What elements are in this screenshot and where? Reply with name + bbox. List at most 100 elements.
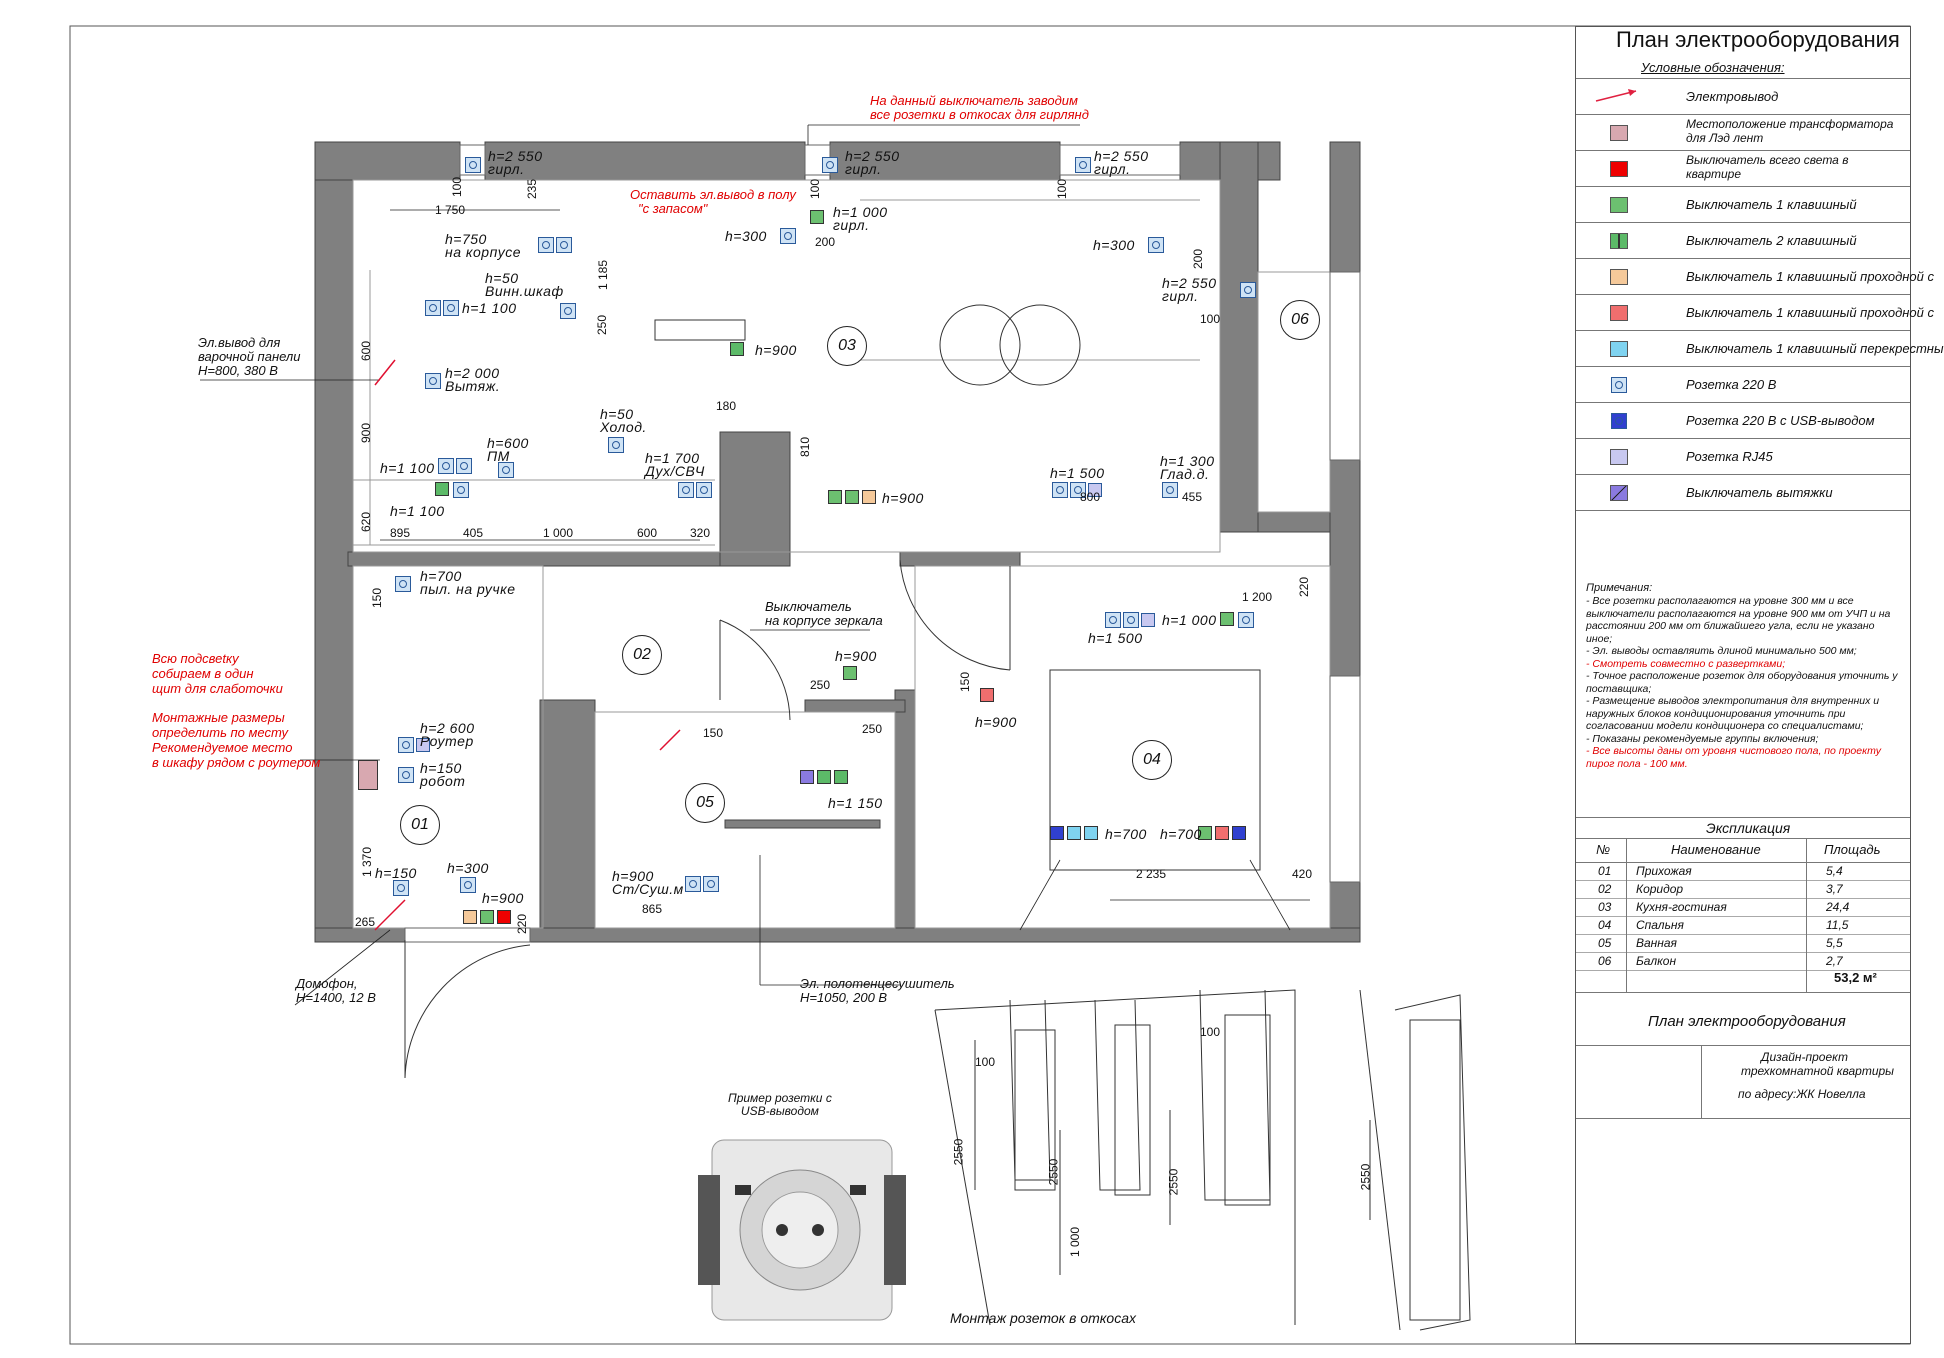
dim: 100 (450, 176, 465, 198)
label-h900-mirror: h=900 (835, 648, 877, 664)
dim: 150 (370, 587, 385, 609)
hood-switch-swatch-icon (1610, 485, 1628, 501)
socket-icon (393, 880, 409, 896)
note-line: - Смотреть совместно с развертками; (1586, 657, 1786, 670)
label-h1100-b: h=1 100 (380, 460, 435, 476)
note-line: наружных блоков кондиционирования уточни… (1586, 707, 1846, 720)
rj45-swatch-icon (1610, 449, 1628, 465)
dim: 250 (810, 678, 831, 692)
dim: 150 (958, 671, 973, 693)
switch-cross-swatch-icon (1610, 341, 1628, 357)
elev-dim: 2550 (1358, 1163, 1373, 1191)
elev-dim: 100 (975, 1055, 996, 1069)
dim: 1 370 (360, 846, 375, 878)
table-cell: 5,4 (1826, 864, 1843, 878)
socket-icon (538, 237, 554, 253)
socket-icon (608, 437, 624, 453)
socket-icon (438, 458, 454, 474)
socket-swatch-icon (1611, 377, 1627, 393)
label-h300-a: h=300 (725, 228, 767, 244)
table-cell: Спальня (1636, 918, 1684, 932)
table-cell: 2,7 (1826, 954, 1843, 968)
room-03-marker: 03 (827, 326, 867, 366)
dim: 250 (595, 314, 610, 336)
switch-1-key-icon (843, 666, 857, 680)
dim: 1 185 (596, 259, 611, 291)
sidebar-title: План электрооборудования (1616, 27, 1900, 52)
socket-icon (1052, 482, 1068, 498)
dim: 420 (1292, 867, 1313, 881)
table-cell: 01 (1598, 864, 1612, 878)
table-cell: 24,4 (1826, 900, 1850, 914)
socket-icon (425, 373, 441, 389)
legend-item: Выключатель 2 клавишный (1576, 222, 1910, 259)
socket-icon (780, 228, 796, 244)
legend-item: Выключатель вытяжки (1576, 474, 1910, 511)
elev-dim: 2550 (951, 1138, 966, 1166)
switch-cross-icon (1067, 826, 1081, 840)
table-cell: 05 (1598, 936, 1612, 950)
dim: 1 000 (543, 526, 574, 540)
dim: 150 (703, 726, 724, 740)
legend-item: Выключатель 1 клавишный проходной с (1576, 294, 1934, 331)
room-06-marker: 06 (1280, 300, 1320, 340)
table-cell: 3,7 (1826, 882, 1843, 896)
legend-item: Розетка RJ45 (1576, 438, 1910, 475)
stamp-title: План электрооборудования (1648, 1013, 1846, 1030)
note-line: выключатели располагаются на уровне 900 … (1586, 607, 1891, 620)
label-h900-a: h=900 (755, 342, 797, 358)
dim: 405 (463, 526, 484, 540)
label-h700-b: h=700 (1160, 826, 1202, 842)
switch-2-key-icon (730, 342, 744, 356)
transformer-swatch-icon (1610, 125, 1628, 141)
elev-dim: 2550 (1046, 1158, 1061, 1186)
socket-icon (1070, 482, 1086, 498)
hood-switch-icon (800, 770, 814, 784)
dim: 1 750 (435, 203, 466, 217)
note-line: - Размещение выводов электропитания для … (1586, 695, 1880, 707)
socket-icon (1123, 612, 1139, 628)
label-h1100-c: h=1 100 (390, 503, 445, 519)
label-h900-b: h=900 (882, 490, 924, 506)
socket-icon (460, 877, 476, 893)
socket-icon (1240, 282, 1256, 298)
master-switch-swatch-icon (1610, 161, 1628, 177)
table-cell: 03 (1598, 900, 1612, 914)
elev-dim: 2550 (1166, 1168, 1181, 1196)
socket-icon (398, 767, 414, 783)
socket-icon (1148, 237, 1164, 253)
project-line-2: трехкомнатной квартиры (1741, 1064, 1894, 1078)
legend-heading: Условные обозначения: (1641, 60, 1785, 75)
legend-item: Выключатель 1 клавишный проходной с (1576, 258, 1934, 295)
label-h1000: h=1 000 (1162, 612, 1217, 628)
dim: 1 200 (1242, 590, 1273, 604)
switch-1-key-icon (845, 490, 859, 504)
legend-item: Местоположение трансформатора для Лэд ле… (1576, 114, 1910, 151)
notes-list: - Все розетки располагаются на уровне 30… (1586, 595, 1904, 770)
socket-icon (685, 876, 701, 892)
note-line: - Все розетки располагаются на уровне 30… (1586, 595, 1854, 607)
master-switch-icon (497, 910, 511, 924)
socket-icon (1105, 612, 1121, 628)
dim: 220 (1297, 576, 1312, 598)
note-line: пирог пола - 100 мм. (1586, 757, 1688, 770)
table-cell: Коридор (1636, 882, 1684, 896)
rj45-socket-icon (1141, 613, 1155, 627)
project-line-1: Дизайн-проект (1761, 1050, 1848, 1064)
legend-list: Электровывод Местоположение трансформато… (1576, 78, 1944, 538)
usb-socket-icon (1050, 826, 1064, 840)
socket-icon (1162, 482, 1178, 498)
usb-socket-swatch-icon (1611, 413, 1627, 429)
dim: 220 (515, 913, 530, 935)
socket-icon (443, 300, 459, 316)
